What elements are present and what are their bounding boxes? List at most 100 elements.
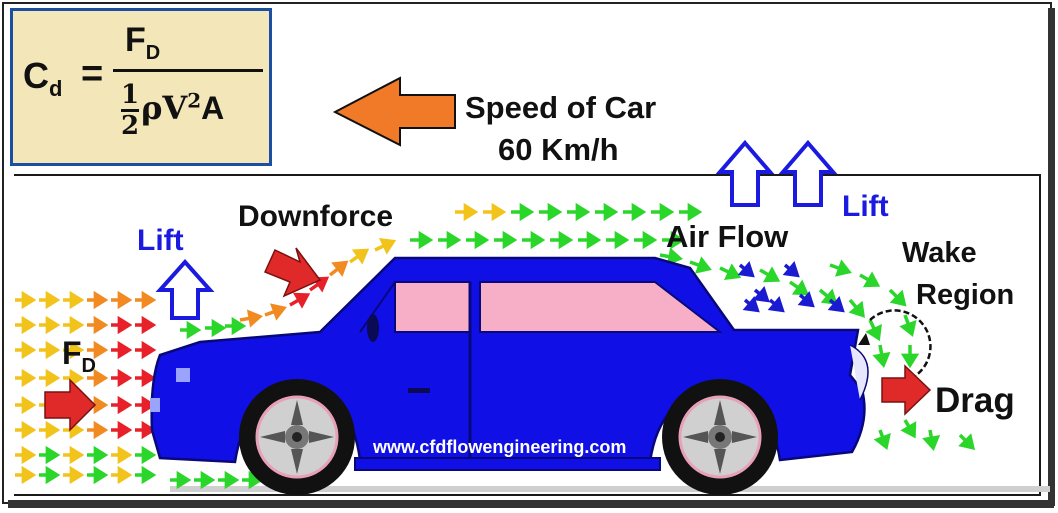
- flow-arrow: [111, 290, 133, 310]
- flow-arrow: [170, 470, 192, 490]
- formula-area: A: [201, 90, 225, 126]
- flow-arrow: [922, 429, 941, 451]
- flow-arrow: [39, 290, 61, 310]
- flow-arrow: [87, 420, 109, 440]
- car-front-light: [150, 398, 160, 412]
- flow-arrow: [135, 290, 157, 310]
- flow-arrow: [410, 230, 434, 250]
- flow-arrow: [63, 340, 85, 360]
- flow-arrow: [87, 340, 109, 360]
- flow-arrow: [63, 445, 85, 465]
- flow-arrow: [111, 465, 133, 485]
- car-mirror: [367, 314, 379, 342]
- drag-label: Drag: [935, 381, 1015, 420]
- downforce-arrow: [263, 247, 322, 298]
- flow-arrow: [205, 318, 227, 338]
- flow-arrow: [865, 319, 882, 342]
- website-label: www.cfdflowengineering.com: [372, 437, 626, 457]
- lift-label-right: Lift: [842, 190, 889, 223]
- flow-arrow: [848, 298, 865, 318]
- flow-arrow: [87, 368, 109, 388]
- lift-label-left: Lift: [137, 224, 184, 257]
- ground-line: [170, 486, 1050, 492]
- flow-arrow: [289, 292, 311, 309]
- formula-num-sub: D: [145, 41, 161, 64]
- flow-arrow: [759, 266, 781, 283]
- flow-arrow: [900, 345, 920, 369]
- speed-arrow: [332, 76, 456, 147]
- flow-arrow: [888, 288, 907, 307]
- flow-arrow: [651, 202, 675, 222]
- flow-arrow: [550, 230, 574, 250]
- flow-arrow: [900, 419, 917, 439]
- flow-arrow: [111, 420, 133, 440]
- flow-arrow: [827, 295, 845, 313]
- flow-arrow: [595, 202, 619, 222]
- flow-arrow: [135, 465, 157, 485]
- flow-arrow: [135, 315, 157, 335]
- flow-arrow: [111, 315, 133, 335]
- flow-arrow: [623, 202, 647, 222]
- wake-label-line2: Region: [916, 279, 1014, 311]
- flow-arrow: [719, 263, 742, 280]
- flow-arrow: [659, 247, 683, 266]
- formula-cd: Cd: [23, 55, 62, 102]
- flow-arrow: [742, 295, 760, 313]
- flow-arrow: [63, 465, 85, 485]
- car-a-pillar: [359, 281, 396, 333]
- flow-arrow: [111, 340, 133, 360]
- flow-arrow: [872, 344, 891, 368]
- flow-arrow: [111, 368, 133, 388]
- flow-arrow: [308, 276, 330, 293]
- frame-shadow-bottom: [8, 500, 1054, 508]
- flow-arrow: [873, 429, 891, 451]
- fd-label: FD: [62, 335, 96, 377]
- fd-arrow: [44, 378, 97, 432]
- formula-half-den: 2: [121, 109, 140, 141]
- flow-arrow: [539, 202, 563, 222]
- flow-arrow: [63, 368, 85, 388]
- flow-arrow: [63, 420, 85, 440]
- flow-arrow: [15, 465, 37, 485]
- flow-arrow: [578, 230, 602, 250]
- flow-arrow: [87, 290, 109, 310]
- flow-arrow: [797, 290, 815, 308]
- speed-label-line1: Speed of Car: [465, 90, 656, 125]
- inner-panel-border: [14, 174, 1041, 496]
- flow-arrow: [767, 295, 785, 313]
- flow-arrow: [39, 340, 61, 360]
- fd-label-sub: D: [82, 355, 96, 377]
- flow-arrow: [135, 395, 157, 415]
- flow-arrow: [899, 314, 917, 337]
- flow-arrow: [63, 315, 85, 335]
- flow-arrow: [218, 470, 240, 490]
- lift-arrow-right-2: [778, 139, 838, 207]
- car-sill: [354, 457, 661, 471]
- flow-arrow: [438, 230, 462, 250]
- flow-arrow: [567, 202, 591, 222]
- car-door-handle: [408, 388, 430, 393]
- flow-arrow: [455, 202, 479, 222]
- formula-half-num: 1: [121, 80, 140, 110]
- flow-arrow: [135, 368, 157, 388]
- formula-cd-sub: d: [49, 76, 63, 102]
- flow-arrow: [958, 433, 976, 451]
- car-tail: [849, 344, 869, 401]
- formula-numerator: FD: [125, 21, 160, 65]
- formula-rho-v: ρV: [141, 89, 188, 127]
- frame-shadow-right: [1048, 8, 1055, 506]
- flow-arrow: [15, 420, 37, 440]
- flow-arrow: [225, 316, 247, 336]
- lift-arrow-right-1: [715, 139, 775, 207]
- flow-arrow: [39, 445, 61, 465]
- flow-arrow: [194, 470, 216, 490]
- flow-arrow: [662, 230, 686, 250]
- flow-arrow: [135, 420, 157, 440]
- drag-arrow: [881, 364, 932, 416]
- flow-arrow: [752, 285, 770, 303]
- flow-arrow: [39, 465, 61, 485]
